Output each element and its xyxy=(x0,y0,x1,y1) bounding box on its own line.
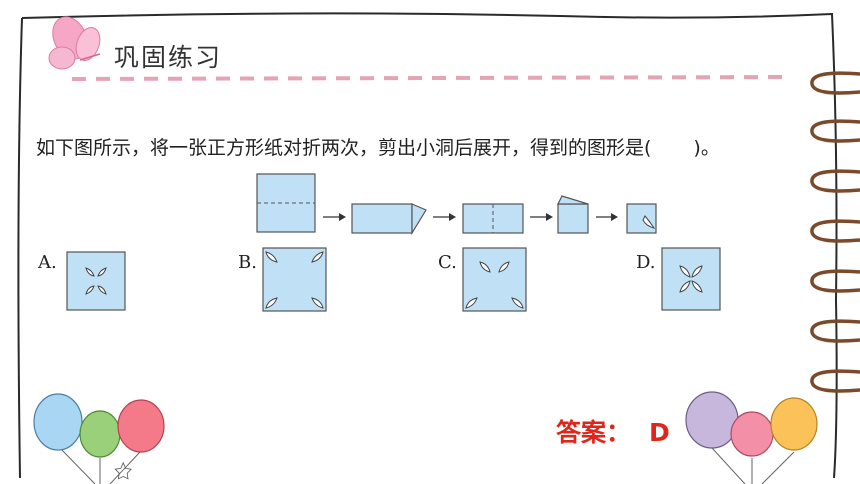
answer-line: 答案： D xyxy=(556,413,670,449)
option-c-label: C. xyxy=(438,252,457,273)
option-b-figure xyxy=(262,247,327,312)
answer-prefix: 答案： xyxy=(556,418,632,447)
option-d-label: D. xyxy=(636,252,656,273)
binder-rings xyxy=(810,71,860,393)
option-a-label: A. xyxy=(38,252,57,273)
option-b-label: B. xyxy=(238,252,257,273)
question-text-after: )。 xyxy=(693,137,720,159)
question-text: 如下图所示，将一张正方形纸对折两次，剪出小洞后展开，得到的图形是( )。 xyxy=(36,133,720,160)
step4-quarter xyxy=(557,203,589,234)
option-d-figure xyxy=(661,247,721,311)
butterfly-icon xyxy=(48,16,101,70)
folding-sequence-diagram xyxy=(256,173,657,236)
step2-half xyxy=(351,203,413,234)
step5-cut xyxy=(626,203,657,234)
dashed-rule xyxy=(71,75,791,81)
balloons-right-decoration xyxy=(685,391,818,484)
question-text-before: 如下图所示，将一张正方形纸对折两次，剪出小洞后展开，得到的图形是( xyxy=(36,137,652,159)
balloons-left-decoration xyxy=(33,393,165,484)
section-title: 巩固练习 xyxy=(114,43,223,72)
option-c-figure xyxy=(462,247,527,312)
option-a-figure xyxy=(66,251,126,311)
answer-value: D xyxy=(649,418,670,447)
